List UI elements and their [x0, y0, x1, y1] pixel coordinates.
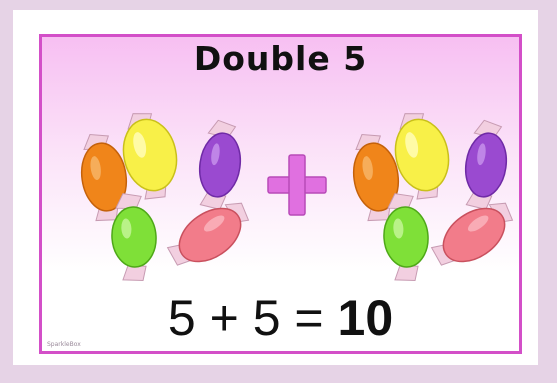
equation-operator: + [209, 290, 239, 346]
pink-sweet-icon [164, 196, 253, 269]
yellow-sweet-icon [394, 109, 450, 202]
sweets-illustration [80, 109, 517, 283]
sweets-group-left [80, 109, 253, 283]
equation-equals: = [294, 290, 324, 346]
credit-text: SparkleBox [47, 341, 81, 348]
pink-sweet-icon [428, 196, 517, 269]
card-frame: Double 5 [39, 34, 522, 354]
green-sweet-icon [383, 191, 429, 283]
green-sweet-icon [111, 191, 157, 283]
equation-result: 10 [337, 290, 394, 346]
equation-right-operand: 5 [252, 290, 281, 346]
purple-sweet-icon [463, 118, 508, 211]
equation-left-operand: 5 [167, 290, 196, 346]
purple-sweet-icon [197, 118, 242, 211]
sweets-group-right [352, 109, 517, 283]
card-title: Double 5 [193, 39, 368, 78]
equation: 5 + 5 = 10 [42, 289, 519, 347]
plus-icon [267, 154, 327, 216]
orange-sweet-icon [352, 131, 400, 224]
orange-sweet-icon [80, 131, 128, 224]
flashcard: Double 5 [13, 10, 538, 365]
yellow-sweet-icon [122, 109, 178, 202]
